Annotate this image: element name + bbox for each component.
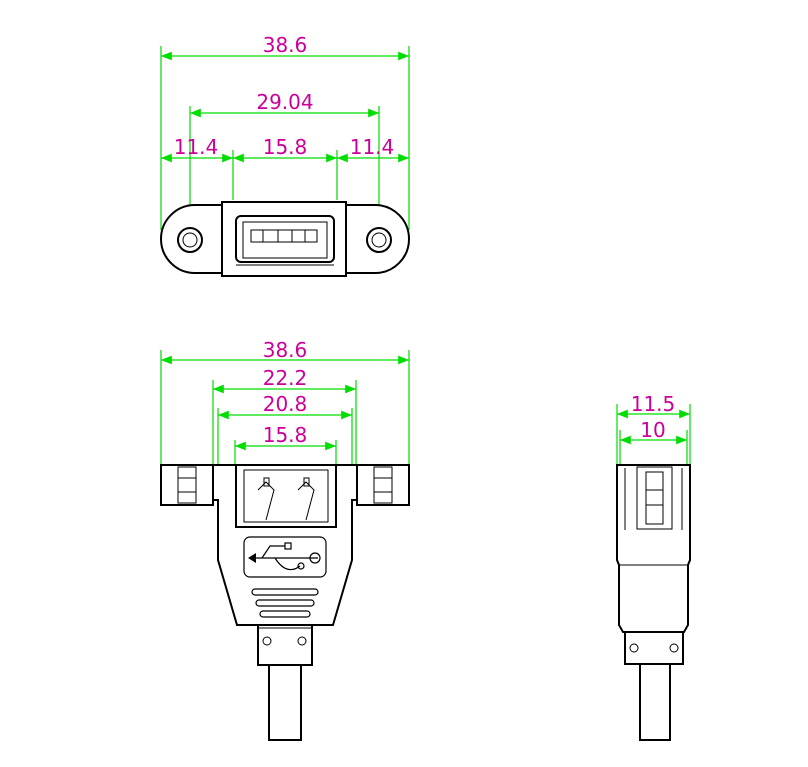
side-dimensions: 11.5 10 — [616, 392, 691, 468]
side-view: 11.5 10 — [616, 392, 691, 741]
front-dim-body-outer: 22.2 — [263, 366, 308, 390]
usb-trident-icon — [248, 542, 321, 571]
side-cable — [624, 631, 684, 741]
usb-logo-plate — [243, 536, 327, 578]
top-dim-hole-spacing: 29.04 — [256, 90, 313, 114]
top-dim-overall: 38.6 — [263, 33, 308, 57]
top-dimensions: 38.6 29.04 11.4 15.8 11.4 — [160, 33, 410, 240]
side-dim-inner: 10 — [640, 418, 665, 442]
front-cable — [257, 624, 313, 741]
front-dim-overall: 38.6 — [263, 338, 308, 362]
top-dim-left-offset: 11.4 — [174, 135, 219, 159]
front-dim-opening: 15.8 — [263, 423, 308, 447]
top-dim-right-offset: 11.4 — [350, 135, 395, 159]
top-usb-port — [235, 215, 335, 266]
side-dim-outer: 11.5 — [631, 392, 676, 416]
top-dim-opening: 15.8 — [263, 135, 308, 159]
front-view: 38.6 22.2 20.8 15.8 — [160, 338, 410, 741]
side-body — [616, 464, 691, 633]
front-dim-body-inner: 20.8 — [263, 392, 308, 416]
front-mounting-ears — [160, 464, 410, 506]
top-view: 38.6 29.04 11.4 15.8 11.4 — [160, 33, 410, 277]
front-grip-lines — [251, 588, 319, 618]
